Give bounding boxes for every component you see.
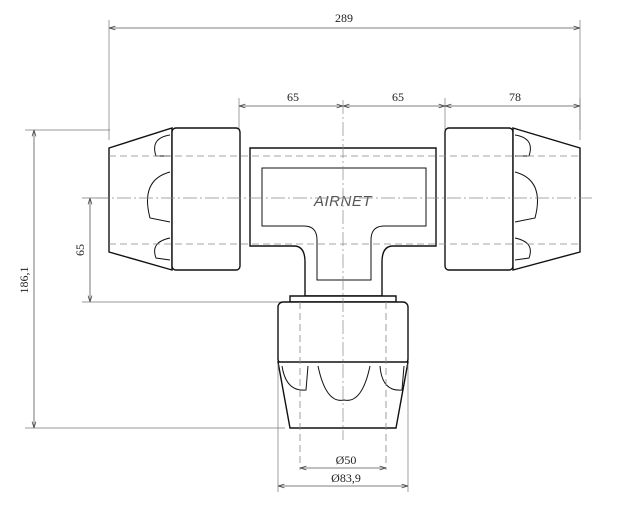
dimension-outer-diameter: Ø83,9	[277, 364, 409, 492]
hidden-bore-lines	[109, 155, 580, 470]
branch-cap-notch-right	[379, 365, 405, 391]
left-half-span-label: 65	[287, 90, 299, 104]
branch-offset-label: 65	[73, 244, 87, 256]
left-cap-notch-bot	[154, 237, 171, 261]
center-lines	[95, 100, 592, 440]
right-cap-notch-mid	[514, 171, 538, 223]
dimension-top-spans: 65 65 78	[238, 90, 581, 130]
dimension-inner-diameter: Ø50	[300, 453, 386, 468]
right-cap-notch-bot	[514, 237, 531, 261]
right-half-span-label: 65	[392, 90, 404, 104]
overall-width-label: 289	[335, 11, 353, 25]
left-end-cap	[108, 127, 241, 271]
dimension-overall-height: 186,1	[17, 129, 285, 429]
outer-diameter-label: Ø83,9	[331, 471, 361, 485]
right-end-cap	[444, 127, 581, 271]
overall-height-label: 186,1	[17, 267, 31, 294]
left-cap-notch-mid	[147, 171, 171, 223]
dimension-overall-width: 289	[108, 11, 581, 140]
end-cap-length-label: 78	[509, 90, 521, 104]
inner-diameter-label: Ø50	[336, 453, 357, 467]
branch-cap-notch-left	[281, 365, 309, 391]
branch-cap-notch-mid	[317, 365, 371, 401]
dimension-branch-offset: 65	[73, 197, 282, 303]
